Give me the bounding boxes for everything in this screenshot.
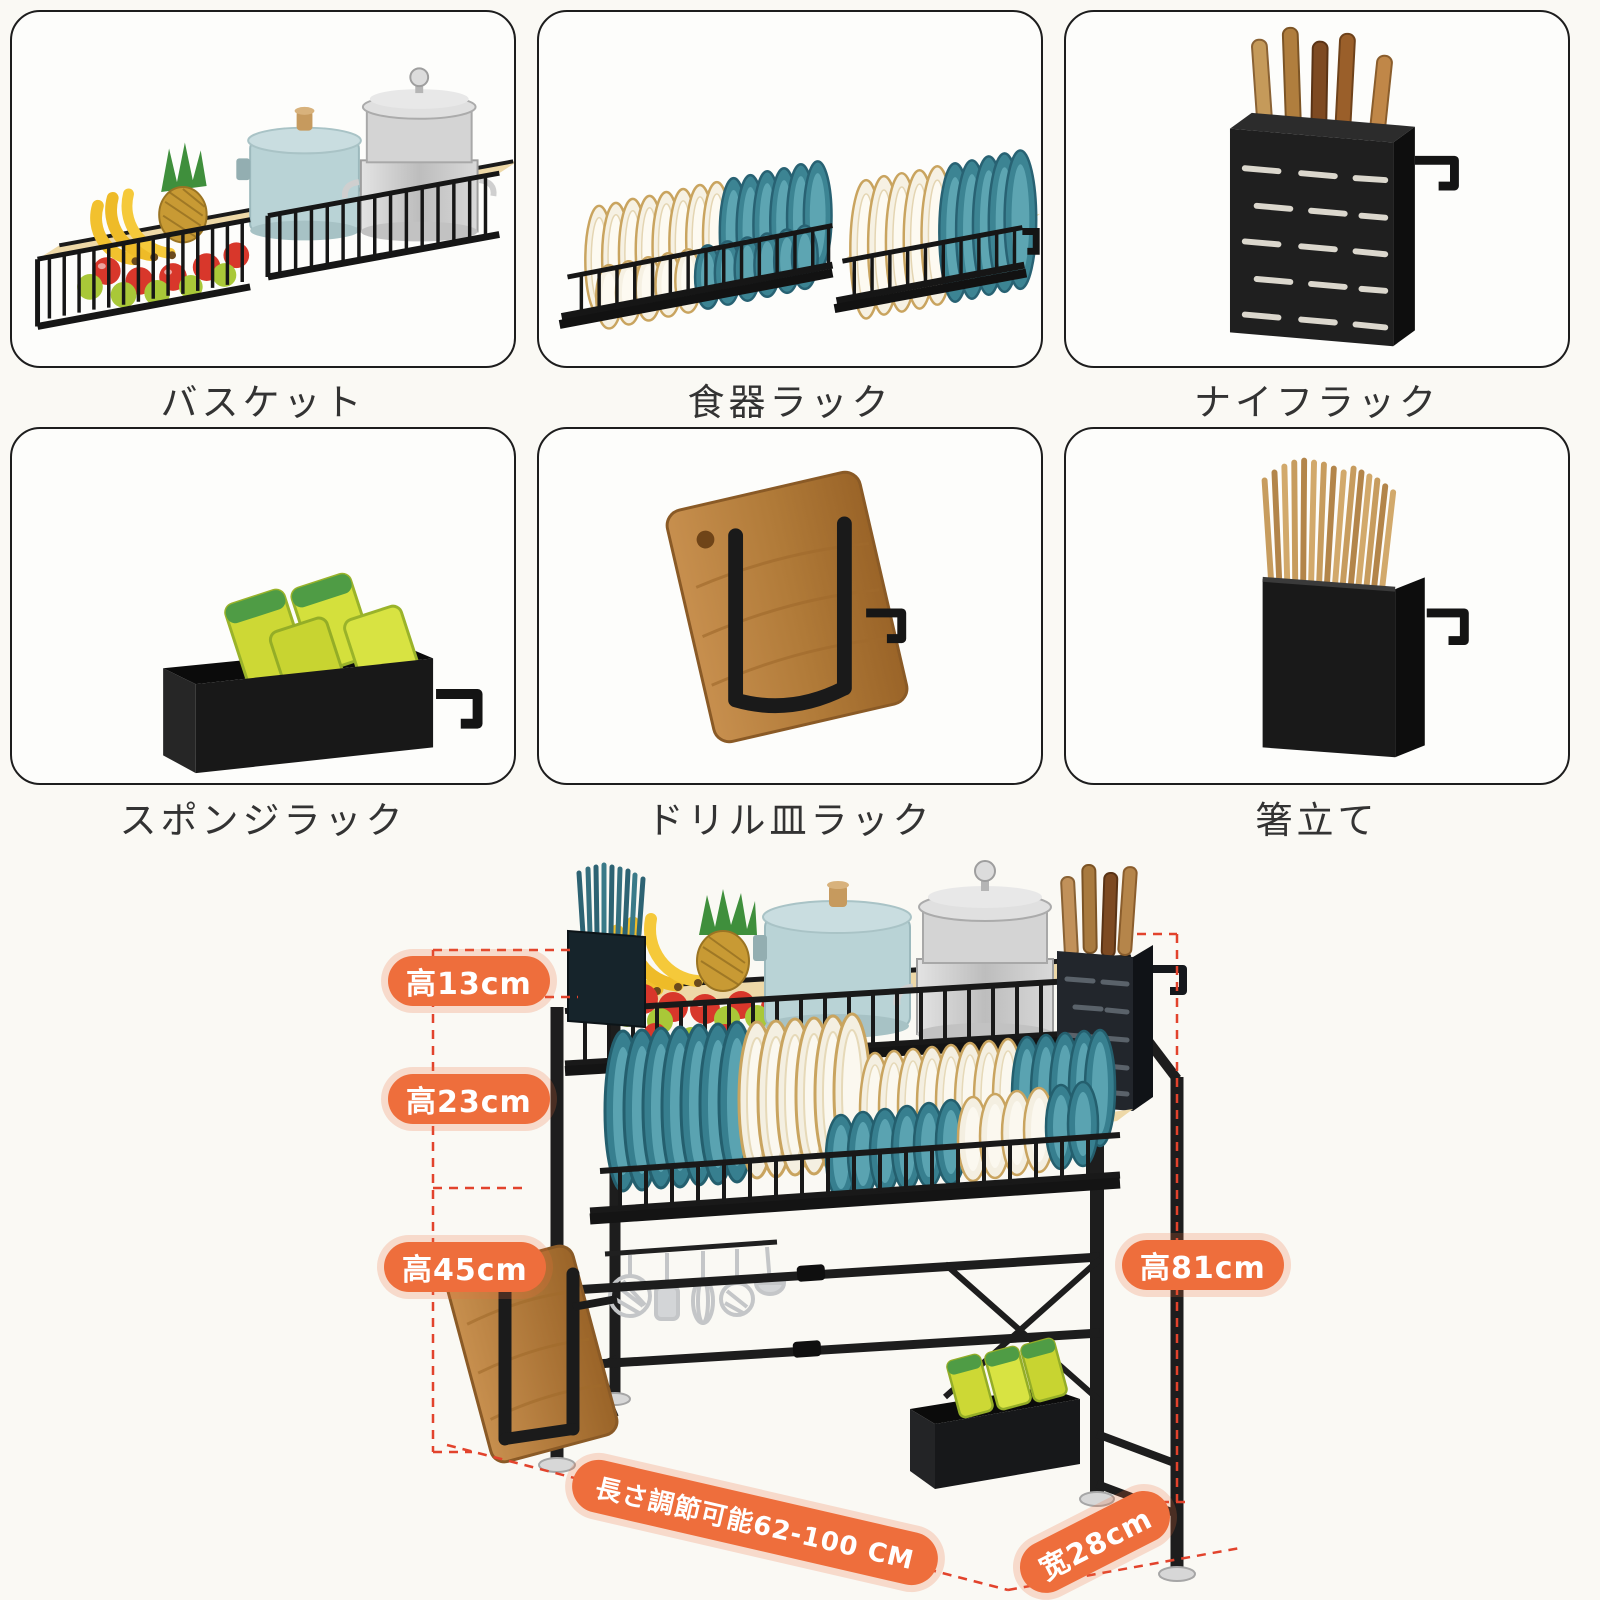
tile-board-rack — [537, 427, 1043, 785]
main-product-photo — [445, 860, 1196, 1582]
tile-knife-rack — [1064, 10, 1570, 368]
chopstick-stand-icon — [1261, 457, 1469, 758]
tile-sponge-rack — [10, 427, 516, 785]
tile-basket — [10, 10, 516, 368]
label-chopstick-stand: 箸立て — [1255, 799, 1379, 842]
sponge-rack-icon — [163, 572, 483, 774]
dimension-badge-height-81cm: 高81cm — [1122, 1240, 1284, 1290]
tile-chopstick-stand — [1064, 427, 1570, 785]
dish-rack-icon — [558, 149, 1041, 330]
dimension-badge-height-13cm: 高13cm — [388, 956, 550, 1006]
label-knife-rack: ナイフラック — [1194, 381, 1440, 424]
dimension-badge-height-45cm: 高45cm — [384, 1242, 546, 1292]
tile-dish-rack — [537, 10, 1043, 368]
dimension-badge-height-23cm: 高23cm — [388, 1074, 550, 1124]
cutting-board-rack-icon — [665, 470, 909, 744]
label-basket: バスケット — [160, 381, 366, 424]
fruit-basket-icon — [35, 67, 514, 330]
knife-rack-icon — [1229, 26, 1459, 347]
label-dish-rack: 食器ラック — [687, 381, 893, 424]
label-board-rack: ドリル皿ラック — [646, 799, 934, 842]
label-sponge-rack: スポンジラック — [119, 799, 407, 842]
